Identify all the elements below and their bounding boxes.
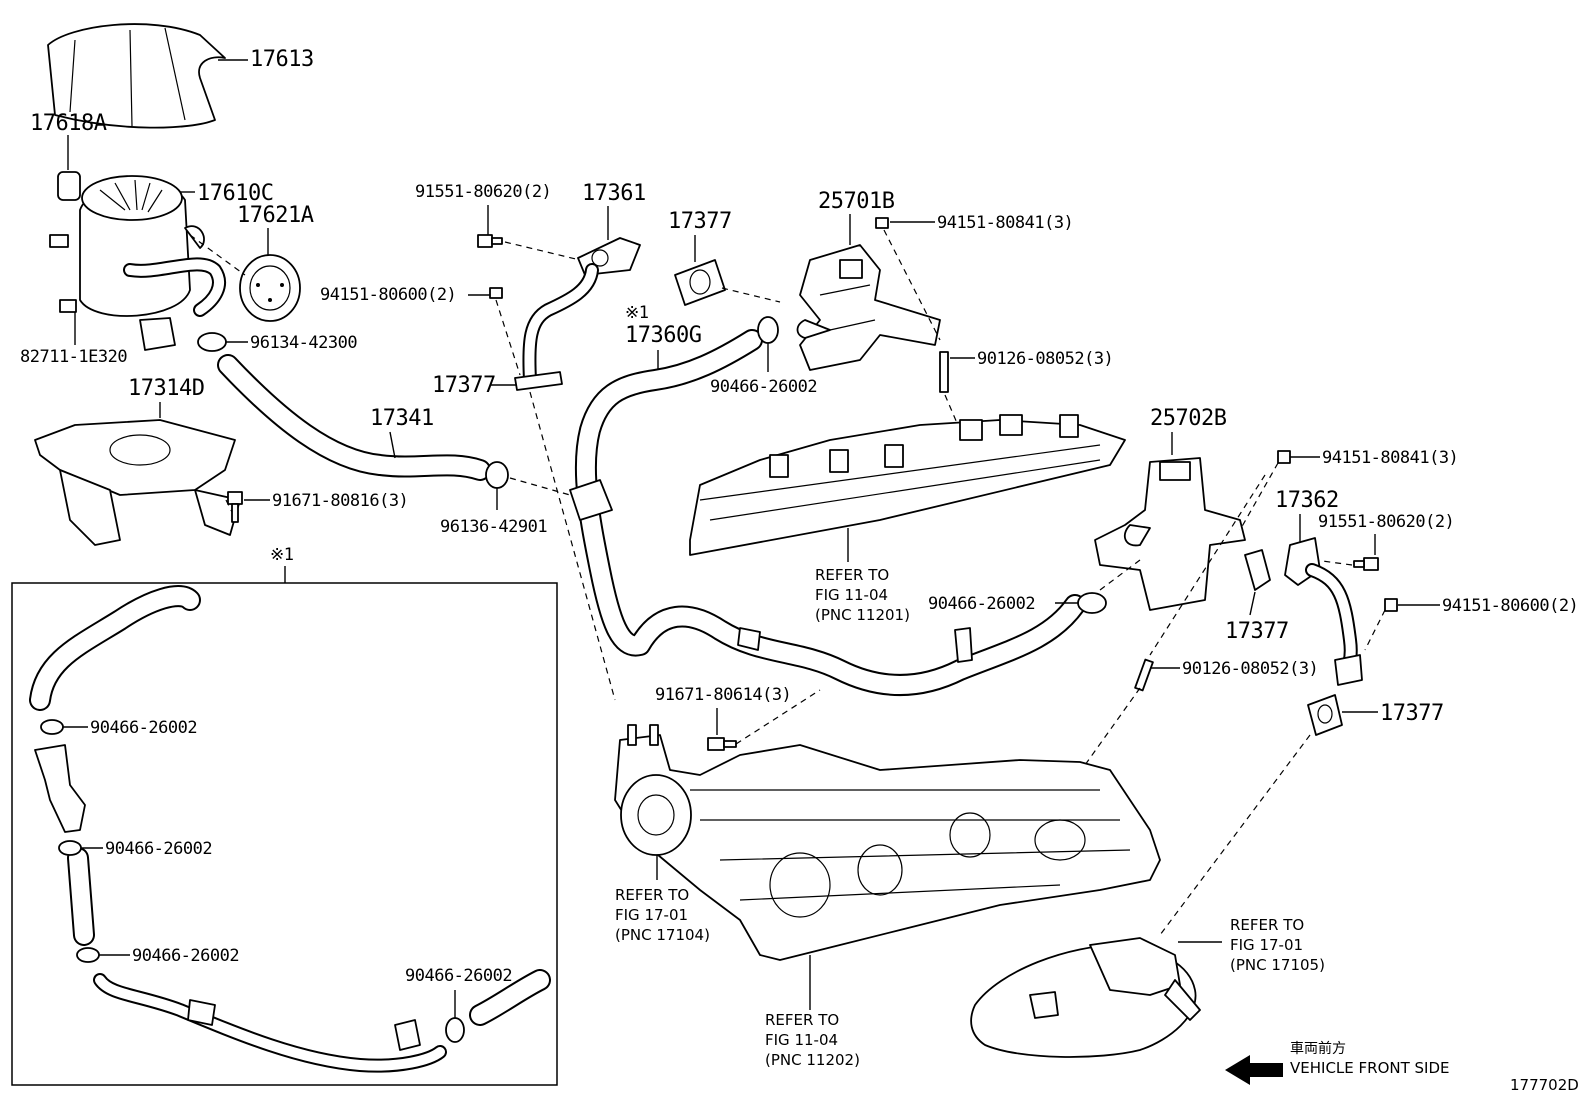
label-91551-b: 91551-80620(2) <box>1318 512 1454 532</box>
label-17618A: 17618A <box>30 111 107 136</box>
gasket-17377-b <box>1244 549 1271 591</box>
ref-17105-line3: (PNC 17105) <box>1230 956 1325 974</box>
gasket-17377-c <box>1307 694 1343 736</box>
head-cover-upper <box>689 414 1126 556</box>
label-17362: 17362 <box>1275 488 1339 513</box>
inset-label-3: 90466-26002 <box>132 946 239 966</box>
label-90126-a: 90126-08052(3) <box>977 349 1113 369</box>
label-17314D: 17314D <box>128 376 204 401</box>
label-17360G-note: ※1 <box>625 303 649 323</box>
bolt-91551-b <box>1353 557 1379 571</box>
pipe-17361 <box>522 237 641 387</box>
hose-17341 <box>217 354 491 481</box>
ref-17105-line1: REFER TO <box>1230 916 1304 934</box>
inset-clamp-3 <box>76 947 100 963</box>
ref-11202-line3: (PNC 11202) <box>765 1051 860 1069</box>
valve-25701B <box>796 244 941 371</box>
label-94151-841-a: 94151-80841(3) <box>937 213 1073 233</box>
label-17377-top: 17377 <box>668 209 732 234</box>
ref-17104-line2: FIG 17-01 <box>615 906 688 924</box>
stud-90126-a <box>939 351 949 393</box>
label-90126-b: 90126-08052(3) <box>1182 659 1318 679</box>
clamp-90466-a <box>757 316 779 344</box>
bolt-91551-a <box>477 234 503 248</box>
gasket-17377-top <box>674 259 726 306</box>
label-17360G: 17360G <box>625 323 701 348</box>
label-96136: 96136-42901 <box>440 517 547 537</box>
label-17610C: 17610C <box>197 181 273 206</box>
stud-90126-b <box>1134 658 1154 692</box>
label-94151-841-b: 94151-80841(3) <box>1322 448 1458 468</box>
label-96134: 96134-42300 <box>250 333 357 353</box>
label-17377-a: 17377 <box>432 373 496 398</box>
label-17341: 17341 <box>370 406 434 431</box>
label-91551-a: 91551-80620(2) <box>415 182 551 202</box>
clamp-90466-b <box>1077 592 1107 614</box>
label-90466-a: 90466-26002 <box>710 377 817 397</box>
label-17621A: 17621A <box>237 203 314 228</box>
inset-label-1: 90466-26002 <box>90 718 197 738</box>
cylinder-head-lower <box>614 724 1161 961</box>
inset-label-4: 90466-26002 <box>405 966 512 986</box>
hose-17360G <box>569 329 1086 696</box>
label-94151-600-a: 94151-80600(2) <box>320 285 456 305</box>
label-25701B: 25701B <box>818 189 895 214</box>
gasket-17377-a <box>514 371 563 391</box>
pipe-17362 <box>1284 537 1363 686</box>
nut-94151-841-a <box>875 217 889 229</box>
label-25702B: 25702B <box>1150 406 1227 431</box>
air-pump-17610C <box>49 171 226 351</box>
clamp-96136 <box>485 461 509 489</box>
inset-label-2: 90466-26002 <box>105 839 212 859</box>
label-91671-816: 91671-80816(3) <box>272 491 408 511</box>
ref-11202-line1: REFER TO <box>765 1011 839 1029</box>
valve-25702B <box>1094 457 1246 611</box>
ref-11201-line3: (PNC 11201) <box>815 606 910 624</box>
nut-94151-600-b <box>1384 598 1398 612</box>
ref-11201-line1: REFER TO <box>815 566 889 584</box>
ref-11202-line2: FIG 11-04 <box>765 1031 838 1049</box>
ref-17105-line2: FIG 17-01 <box>1230 936 1303 954</box>
label-17361: 17361 <box>582 181 646 206</box>
figure-id: 177702D <box>1510 1076 1579 1094</box>
inset-clamp-4 <box>445 1017 465 1043</box>
nut-94151-841-b <box>1277 450 1291 464</box>
nut-94151-600-a <box>489 287 503 299</box>
vehicle-front-arrow-icon <box>1225 1055 1283 1085</box>
ref-17104-line1: REFER TO <box>615 886 689 904</box>
label-94151-600-b: 94151-80600(2) <box>1442 596 1578 616</box>
label-91671-614: 91671-80614(3) <box>655 685 791 705</box>
cover-17613 <box>47 23 226 129</box>
label-90466-b: 90466-26002 <box>928 594 1035 614</box>
ref-11201-line2: FIG 11-04 <box>815 586 888 604</box>
front-side-jp: 車両前方 <box>1290 1040 1346 1057</box>
clamp-96134 <box>197 332 227 352</box>
inset-box <box>11 582 558 1086</box>
inset-clamp-1 <box>40 719 64 735</box>
filter-17621A <box>239 254 301 322</box>
label-82711: 82711-1E320 <box>20 347 127 367</box>
label-17377-b: 17377 <box>1225 619 1289 644</box>
inset-hose-assembly <box>29 585 551 1073</box>
label-17377-c: 17377 <box>1380 701 1444 726</box>
bolt-91671-80816 <box>227 491 243 523</box>
bracket-17314D <box>34 419 241 546</box>
exhaust-manifold <box>970 937 1201 1058</box>
box-note: ※1 <box>270 545 294 565</box>
ref-17104-line3: (PNC 17104) <box>615 926 710 944</box>
label-17613: 17613 <box>250 47 314 72</box>
bolt-91671-614 <box>707 737 737 751</box>
front-side-en: VEHICLE FRONT SIDE <box>1290 1059 1450 1077</box>
inset-clamp-2 <box>58 840 82 856</box>
